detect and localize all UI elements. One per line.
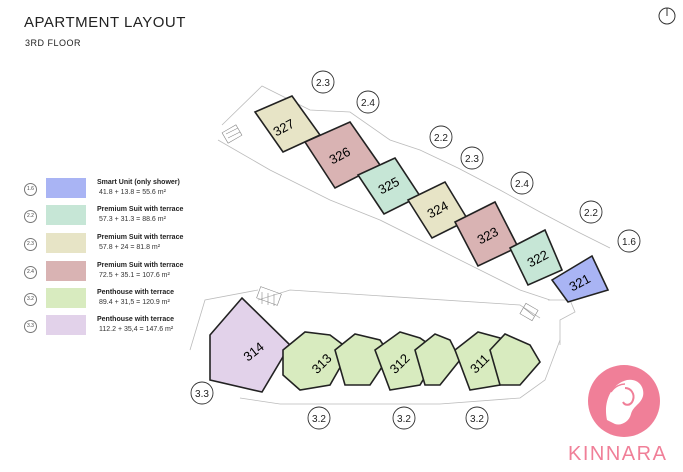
type-marker-circle: 2.4	[356, 90, 380, 114]
unit-322[interactable]: 322	[508, 228, 564, 287]
type-markers: 2.3 2.4 2.2 2.3 2.4 2.2 1.6 3.3	[190, 70, 641, 430]
unit-312[interactable]: 312	[374, 331, 461, 391]
legend-code: 2.2	[24, 210, 37, 223]
kinnara-logo-icon	[588, 365, 660, 437]
svg-text:3.3: 3.3	[195, 389, 209, 400]
legend-item: 3.2 Penthouse with terrace 89.4 + 31,5 =…	[20, 288, 200, 314]
type-marker-circle: 3.2	[392, 406, 416, 430]
north-compass-icon	[658, 7, 676, 25]
unit-313[interactable]: 313	[282, 331, 391, 391]
legend-code: 2.3	[24, 238, 37, 251]
legend-item: 2.2 Premium Suit with terrace 57.3 + 31.…	[20, 205, 200, 231]
svg-text:2.3: 2.3	[465, 154, 479, 165]
legend-code: 1.6	[24, 183, 37, 196]
svg-text:3.2: 3.2	[397, 414, 411, 425]
page-title: APARTMENT LAYOUT	[24, 14, 186, 31]
legend-item: 1.6 Smart Unit (only shower) 41.8 + 13.8…	[20, 178, 200, 204]
legend-swatch	[46, 315, 86, 335]
type-marker-circle: 2.3	[311, 70, 335, 94]
legend-name: Penthouse with terrace	[97, 289, 175, 296]
brand-name: KINNARA	[568, 443, 668, 465]
legend-swatch	[46, 178, 86, 198]
stair-icon	[221, 124, 539, 322]
legend-swatch	[46, 205, 86, 225]
svg-text:3.2: 3.2	[470, 414, 484, 425]
svg-text:2.4: 2.4	[361, 98, 375, 109]
legend-code: 2.4	[24, 266, 37, 279]
legend-area: 57.8 + 24 = 81.8 m²	[99, 244, 161, 251]
unit-311[interactable]: 311	[454, 331, 541, 391]
legend-code: 3.3	[24, 320, 37, 333]
type-marker-circle: 2.3	[460, 146, 484, 170]
type-marker-circle: 2.2	[579, 200, 603, 224]
legend-name: Premium Suit with terrace	[97, 234, 184, 241]
type-marker-circle: 3.2	[307, 406, 331, 430]
svg-text:2.2: 2.2	[434, 133, 448, 144]
legend-area: 89.4 + 31,5 = 120.9 m²	[99, 299, 170, 306]
type-marker-circle: 3.2	[465, 406, 489, 430]
legend-name: Penthouse with terrace	[97, 316, 175, 323]
svg-text:2.2: 2.2	[584, 208, 598, 219]
svg-text:1.6: 1.6	[622, 237, 636, 248]
unit-326[interactable]: 326	[303, 121, 382, 190]
legend-swatch	[46, 261, 86, 281]
type-marker-circle: 2.2	[429, 125, 453, 149]
svg-text:3.2: 3.2	[312, 414, 326, 425]
legend-name: Premium Suit with terrace	[97, 262, 184, 269]
legend-area: 57.3 + 31.3 = 88.6 m²	[99, 216, 166, 223]
unit-321[interactable]: 321	[550, 254, 610, 303]
type-marker-circle: 1.6	[617, 229, 641, 253]
legend-code: 3.2	[24, 293, 37, 306]
legend-area: 72.5 + 35.1 = 107.6 m²	[99, 272, 170, 279]
legend-item: 3.3 Penthouse with terrace 112.2 + 35,4 …	[20, 315, 200, 341]
unit-323[interactable]: 323	[453, 200, 520, 268]
legend-item: 2.3 Premium Suit with terrace 57.8 + 24 …	[20, 233, 200, 259]
legend-name: Smart Unit (only shower)	[97, 179, 180, 186]
svg-text:2.3: 2.3	[316, 78, 330, 89]
legend-area: 41.8 + 13.8 = 55.6 m²	[99, 189, 166, 196]
legend-swatch	[46, 233, 86, 253]
unit-314[interactable]: 314	[209, 296, 292, 393]
legend-swatch	[46, 288, 86, 308]
floor-subtitle: 3RD FLOOR	[25, 38, 82, 48]
legend-item: 2.4 Premium Suit with terrace 72.5 + 35.…	[20, 261, 200, 287]
svg-text:2.4: 2.4	[515, 179, 529, 190]
legend-area: 112.2 + 35,4 = 147.6 m²	[99, 326, 174, 333]
type-marker-circle: 3.3	[190, 381, 214, 405]
type-marker-circle: 2.4	[510, 171, 534, 195]
legend-name: Premium Suit with terrace	[97, 206, 184, 213]
